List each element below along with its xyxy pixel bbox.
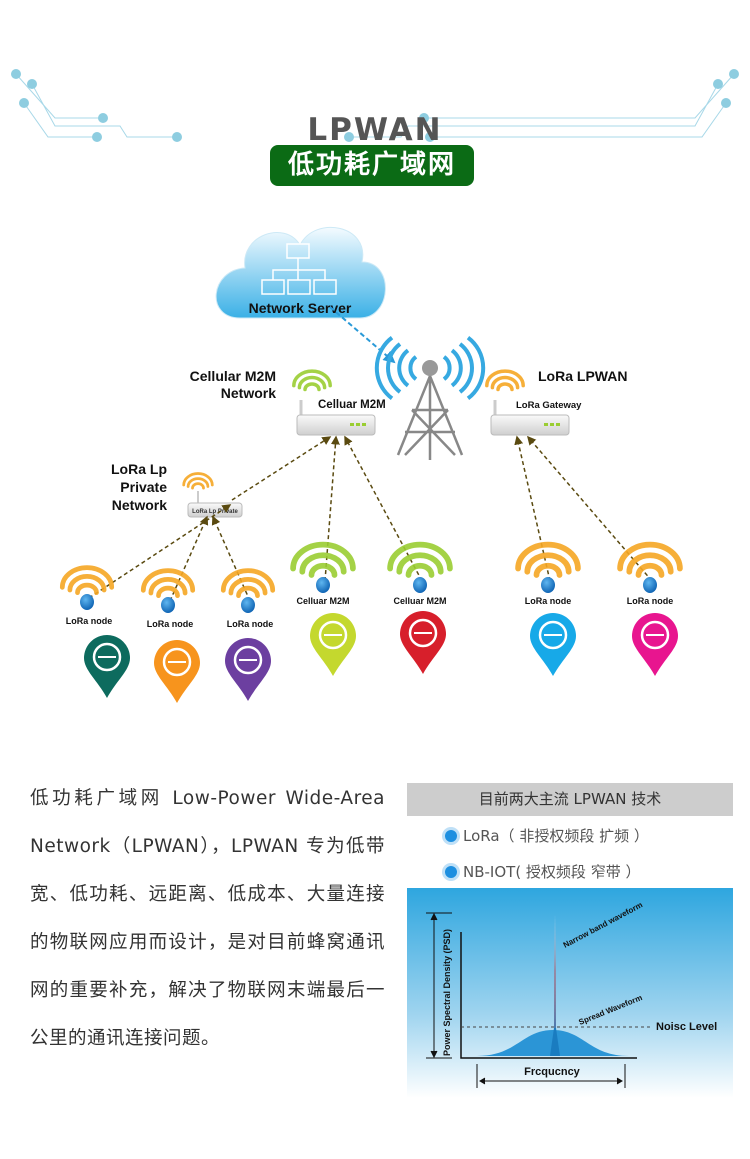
title-en: LPWAN [307, 112, 443, 148]
cellular-network-label-2: Network [221, 385, 276, 401]
node-5: Celluar M2M [387, 541, 453, 674]
bullet-text: LoRa（ 非授权频段 扩频 ） [463, 827, 649, 845]
psd-diagram: Power Spectral Density (PSD) Frcqucncy N… [407, 888, 733, 1098]
bullet-dot-icon [445, 829, 457, 842]
wifi-signal-icon [387, 541, 453, 578]
network-diagram: Network Server Cellular M2M Network Cell… [59, 226, 683, 703]
wifi-signal-icon [290, 541, 356, 578]
node-1: LoRa node [59, 565, 130, 698]
node-dot-icon [161, 597, 175, 613]
cell-tower-icon [374, 336, 486, 460]
description-paragraph: 低功耗广域网 Low-Power Wide-Area Network（LPWAN… [30, 788, 385, 1049]
wifi-signal-icon [59, 565, 115, 596]
node-label: LoRa node [525, 596, 572, 606]
cloud: Network Server [215, 226, 386, 319]
node-dot-icon [241, 597, 255, 613]
bullet-text: NB-IOT( 授权频段 窄带 ） [463, 863, 641, 881]
sitemap-icon [261, 243, 337, 295]
meter-icon [153, 639, 201, 703]
lora-gateway-icon [490, 400, 570, 436]
wifi-signal-icon [140, 568, 196, 599]
cellular-router-icon [296, 400, 376, 436]
circuit-decoration [11, 69, 739, 142]
node-dot-icon [643, 577, 657, 593]
node-dot-icon [80, 594, 94, 610]
node-dot-icon [541, 577, 555, 593]
connection-arrow [344, 435, 423, 582]
node-6: LoRa node [515, 541, 581, 676]
lora-lpwan-label: LoRa LPWAN [538, 368, 627, 384]
node-4: Celluar M2M [290, 541, 356, 676]
wifi-signal-icon [485, 369, 525, 392]
pet-icon [632, 613, 678, 676]
wifi-signal-icon [220, 568, 276, 599]
private-network-label-1: LoRa Lp [111, 461, 167, 477]
node-7: LoRa node [617, 541, 683, 676]
node-label: LoRa node [147, 619, 194, 629]
title-cn: 低功耗广域网 [270, 145, 474, 186]
node-label: LoRa node [66, 616, 113, 626]
panel-title: 目前两大主流 LPWAN 技术 [407, 783, 733, 816]
node-label: Celluar M2M [393, 596, 446, 606]
cellular-router-label: Celluar M2M [318, 399, 386, 411]
ylabel-arrow [426, 912, 452, 1059]
private-router-label: LoRa Lp Private [192, 509, 238, 515]
node-3: LoRa node [220, 568, 276, 701]
lora-gateway-label: LoRa Gateway [516, 400, 582, 411]
narrow-waveform [554, 914, 556, 1028]
node-label: LoRa node [627, 596, 674, 606]
building-icon [84, 635, 130, 698]
bullet-nbiot: NB-IOT( 授权频段 窄带 ） [445, 861, 641, 882]
bullet-dot-icon [445, 865, 457, 878]
y-axis-label: Power Spectral Density (PSD) [442, 929, 452, 1056]
axes [460, 932, 637, 1059]
network-server-label: Network Server [249, 300, 352, 316]
wifi-signal-icon [182, 472, 214, 490]
steering-wheel-icon [400, 611, 446, 674]
connection-arrow [231, 436, 332, 501]
noise-level-label: Noisc Level [656, 1021, 717, 1033]
private-network-label-3: Network [112, 497, 167, 513]
node-2: LoRa node [140, 568, 201, 703]
water-meter-icon [530, 613, 576, 676]
x-axis-label: Frcqucncy [524, 1066, 581, 1078]
connection-arrow [527, 435, 653, 582]
private-router-icon: LoRa Lp Private [187, 491, 243, 518]
node-label: LoRa node [227, 619, 274, 629]
wifi-signal-icon [617, 541, 683, 578]
gauge-icon [225, 638, 271, 701]
bullet-lora: LoRa（ 非授权频段 扩频 ） [445, 825, 649, 846]
cellular-network-label-1: Cellular M2M [190, 368, 276, 384]
wifi-signal-icon [515, 541, 581, 578]
node-label: Celluar M2M [296, 596, 349, 606]
wifi-signal-icon [292, 369, 332, 392]
wind-turbine-icon [310, 613, 356, 676]
private-network-label-2: Private [120, 479, 167, 495]
connection-arrow [169, 515, 209, 602]
node-dot-icon [316, 577, 330, 593]
node-dot-icon [413, 577, 427, 593]
